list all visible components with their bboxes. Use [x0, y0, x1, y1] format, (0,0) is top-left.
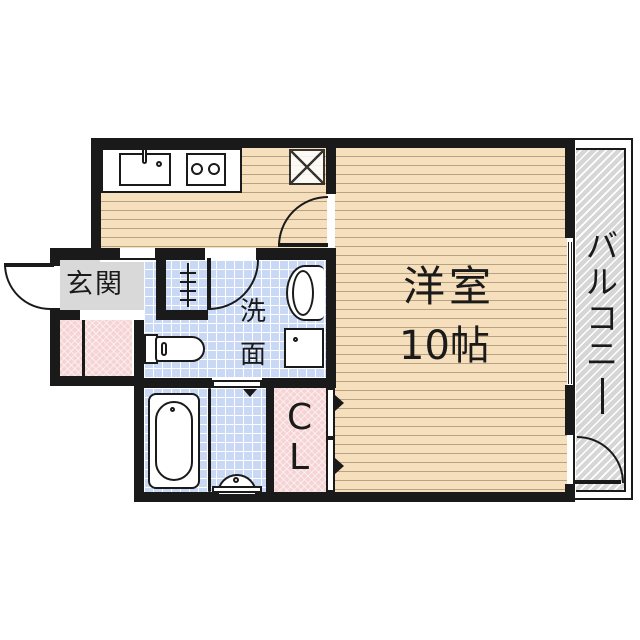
- balcony-floor: [576, 148, 626, 492]
- wall-entrance-left-bottom: [50, 308, 60, 384]
- washroom-label-2: 面: [240, 340, 267, 370]
- bathroom-vent-icon: [243, 389, 257, 397]
- front-door-leaf: [4, 263, 54, 267]
- wall-kitchen-bottom-left: [50, 248, 120, 260]
- balcony-char: コ: [585, 299, 618, 337]
- balcony-char: バ: [585, 227, 618, 265]
- entrance-label: 玄関: [66, 269, 124, 300]
- wall-entrance-bottom: [50, 310, 80, 320]
- sink-icon: [119, 153, 171, 186]
- bathtub-inner-icon: [155, 401, 193, 481]
- washroom-door-leaf: [207, 258, 211, 310]
- balcony-char: [600, 378, 604, 414]
- wall-right-bottom: [565, 484, 575, 502]
- fridge-space-icon: [289, 149, 325, 185]
- wall-entrance-right: [156, 258, 166, 314]
- closet-label-1: C: [287, 397, 313, 438]
- bath-partition: [208, 388, 211, 492]
- western-room-floor: [335, 148, 567, 492]
- washing-machine-drain-icon: [293, 337, 298, 342]
- shoe-shelf-icon: [187, 263, 189, 307]
- balcony-window: [568, 242, 572, 384]
- balcony-char: ニ: [585, 335, 618, 373]
- entrance-storage-floor: [60, 320, 132, 376]
- wall-kitchen-bottom-mid: [155, 248, 205, 260]
- wall-bottom: [134, 492, 575, 502]
- wall-right-mid: [565, 385, 575, 435]
- wall-left-kitchen: [91, 138, 101, 258]
- storage-door-leaf: [82, 320, 85, 376]
- bathroom-sill: [212, 486, 262, 493]
- wall-entrance-left-top: [50, 248, 60, 266]
- washing-machine-icon: [284, 328, 324, 368]
- entrance-step: [100, 258, 156, 262]
- burner-right-icon: [208, 163, 220, 175]
- balcony-label: バ ル コ ニ: [582, 230, 622, 414]
- closet-floor: [274, 388, 328, 492]
- wall-kitchen-bottom-right: [256, 248, 336, 260]
- drain-icon: [156, 161, 162, 167]
- wall-wash-bottom-right: [262, 378, 336, 388]
- wall-room-left-top: [326, 138, 336, 194]
- shower-head-icon: [233, 477, 239, 483]
- western-room-size: 10帖: [399, 323, 490, 369]
- toilet-seat-icon: [161, 342, 167, 356]
- faucet-icon: [142, 150, 147, 164]
- entrance-floor: [60, 260, 156, 310]
- burner-left-icon: [191, 163, 203, 175]
- wall-wash-bottom: [134, 378, 212, 388]
- wall-wash-left: [134, 320, 144, 502]
- room-door-gap: [327, 194, 335, 248]
- closet-handle-icon: [335, 458, 344, 474]
- closet-handle-icon: [335, 395, 344, 411]
- balcony-char: ル: [585, 263, 618, 301]
- balcony-door-leaf: [575, 480, 621, 484]
- bathtub-drain-icon: [170, 407, 175, 412]
- washroom-label-1: 洗: [240, 297, 267, 327]
- wall-room-left: [326, 248, 336, 388]
- wall-storage-bottom: [50, 376, 136, 386]
- wall-bath-right: [266, 378, 274, 498]
- shoe-shelf-icon: [180, 272, 196, 274]
- closet-label-2: L: [289, 437, 310, 478]
- closet-door-lower: [326, 438, 335, 492]
- washbasin-bowl-icon: [292, 270, 314, 316]
- room-door-leaf: [278, 243, 328, 247]
- bathroom-door-top: [212, 380, 262, 388]
- western-room-label: 洋室: [403, 262, 496, 311]
- wall-shoe-bottom: [156, 310, 208, 320]
- wall-right-top: [565, 138, 575, 238]
- closet-door-upper: [326, 388, 335, 438]
